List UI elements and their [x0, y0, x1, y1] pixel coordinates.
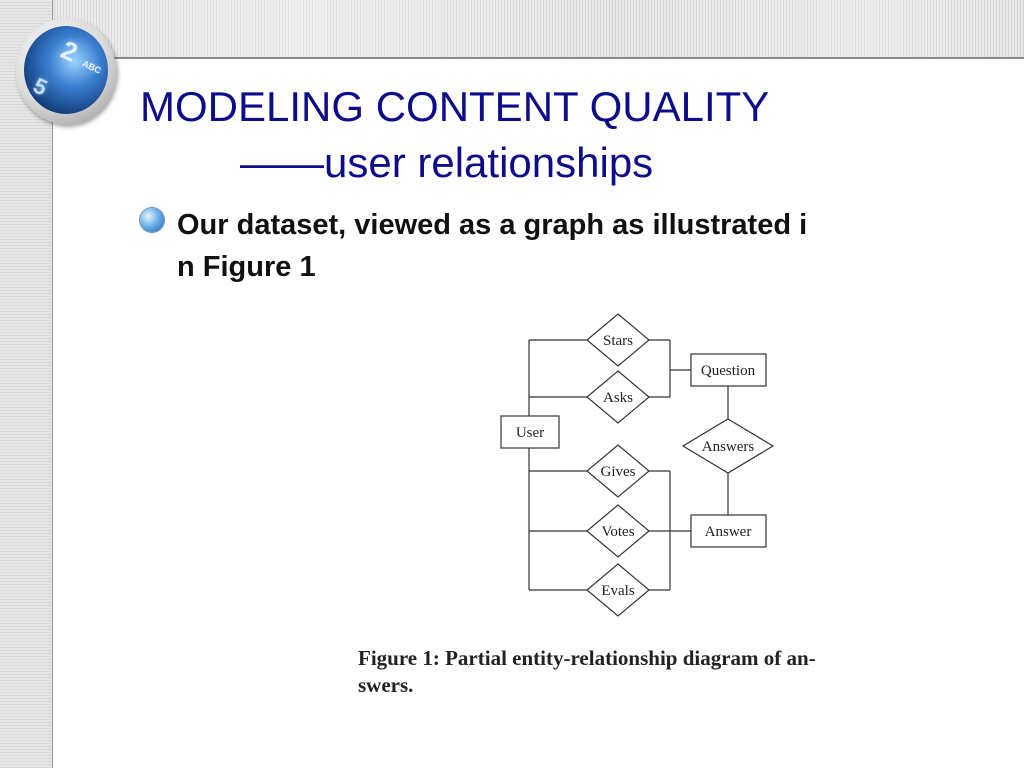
left-decorative-strip — [0, 0, 53, 768]
label-asks: Asks — [603, 390, 633, 406]
caption-line-1-text: Partial entity-relationship diagram of a… — [439, 646, 816, 670]
slide-subtitle: ——user relationships — [240, 139, 654, 186]
caption-line-2-text: swers. — [358, 673, 414, 697]
label-evals: Evals — [601, 583, 634, 599]
keypad-logo-inner: 2 ABC 5 — [24, 26, 108, 114]
label-gives: Gives — [601, 464, 636, 480]
entity-answer — [690, 514, 767, 548]
caption-label: Figure 1: — [358, 646, 440, 670]
label-user: User — [516, 425, 544, 441]
slide-title: MODELING CONTENT QUALITY — [140, 83, 770, 130]
label-votes: Votes — [601, 524, 634, 540]
relationship-evals — [586, 563, 650, 617]
entity-user — [500, 415, 560, 449]
relationship-votes — [586, 504, 650, 558]
relationship-stars — [586, 313, 650, 367]
label-answers: Answers — [702, 439, 755, 455]
bullet-line-1: Our dataset, viewed as a graph as illust… — [177, 209, 808, 241]
connector-lines — [528, 339, 729, 591]
figure-caption: Figure 1: Partial entity-relationship di… — [358, 645, 938, 699]
er-diagram: User Question Answer Stars Asks Answers … — [500, 313, 775, 617]
keypad-logo-icon: 2 ABC 5 — [16, 18, 116, 124]
caption-line-1: Figure 1: Partial entity-relationship di… — [358, 645, 938, 672]
label-stars: Stars — [603, 333, 633, 349]
label-question: Question — [701, 363, 756, 379]
relationship-answers — [681, 418, 775, 474]
bullet-line-2: n Figure 1 — [177, 251, 316, 283]
bullet-text: Our dataset, viewed as a graph as illust… — [177, 204, 937, 288]
logo-key-second: 5 — [29, 72, 52, 101]
entity-question — [690, 353, 767, 387]
relationship-asks — [586, 370, 650, 424]
caption-line-2: swers. — [358, 672, 938, 699]
logo-key-sub: ABC — [80, 58, 103, 76]
logo-key-main: 2 — [56, 34, 83, 68]
label-answer: Answer — [705, 524, 752, 540]
relationship-gives — [586, 444, 650, 498]
top-decorative-strip — [0, 0, 1024, 59]
bullet-icon — [140, 208, 164, 232]
